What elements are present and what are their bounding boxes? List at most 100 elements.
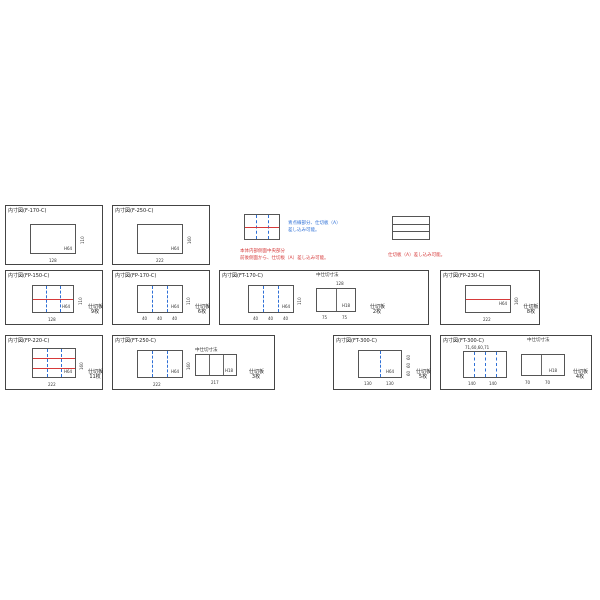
inner-divider-outline bbox=[195, 354, 237, 376]
dim-depth: 160 bbox=[186, 362, 191, 370]
divider-count: 仕切板 2枚 bbox=[370, 304, 386, 315]
blue-divider-line bbox=[474, 352, 475, 377]
label-height: H64 bbox=[386, 369, 395, 374]
panel-ft170c: 内寸図(FT-170-C) 中仕切寸法 H64 110 40 40 40 128… bbox=[219, 270, 429, 325]
top-dims: 71,60,60,71 bbox=[465, 345, 490, 350]
panel-subtitle: 中仕切寸法 bbox=[195, 348, 218, 353]
panel-f250c: 内寸図(F-250-C) H64 160 222 bbox=[112, 205, 210, 265]
legend-note-blue-1: 青点線部分、仕切板（A） bbox=[288, 221, 341, 226]
dim-h3: 60 bbox=[406, 370, 411, 376]
dim-w2: 130 bbox=[386, 381, 394, 386]
tray-outline bbox=[248, 285, 294, 313]
panel-title: 内寸図(F-250-C) bbox=[115, 208, 154, 214]
dim-width: 128 bbox=[49, 258, 57, 263]
dim-depth: 160 bbox=[187, 236, 192, 244]
label-height: H64 bbox=[62, 304, 71, 309]
sub-dim-w1: 75 bbox=[322, 315, 328, 320]
label-height: H64 bbox=[171, 304, 180, 309]
legend-blue bbox=[244, 214, 284, 242]
sub-dim-width: 217 bbox=[211, 380, 219, 385]
divider-count: 仕切板 8枚 bbox=[523, 304, 539, 315]
dim-w1: 130 bbox=[364, 381, 372, 386]
panel-ft300c-sub: 内寸図(FT-300-C) 中仕切寸法 71,60,60,71 140 140 … bbox=[440, 335, 592, 390]
panel-title: 内寸図(F-170-C) bbox=[8, 208, 47, 214]
legend-note-red-2: 前後側面から、仕切板（A）差し込み可能。 bbox=[240, 256, 329, 261]
panel-fp220c: 内寸図(FP-220-C) H64 160 222 仕切板 11枚 bbox=[5, 335, 103, 390]
panel-title: 内寸図(FT-300-C) bbox=[336, 338, 377, 344]
legend-note-blue-2: 差し込み可能。 bbox=[288, 228, 320, 233]
dim-depth: 160 bbox=[514, 297, 519, 305]
sub-dim-w2: 75 bbox=[342, 315, 348, 320]
dim-w1: 140 bbox=[468, 381, 476, 386]
label-height: H64 bbox=[499, 301, 508, 306]
dim-w1: 40 bbox=[253, 316, 259, 321]
sub-dim-w2: 70 bbox=[545, 380, 551, 385]
blue-divider-line bbox=[167, 351, 168, 377]
label-height: H64 bbox=[64, 246, 73, 251]
dim-w1: 40 bbox=[142, 316, 148, 321]
legend-note-red-1: 本体内部側面中央部分 bbox=[240, 249, 285, 254]
inner-divider-seam bbox=[223, 355, 224, 375]
inner-divider-outline bbox=[521, 354, 565, 376]
red-divider-line bbox=[466, 299, 510, 300]
dim-depth: 110 bbox=[297, 297, 302, 305]
dim-depth: 110 bbox=[78, 297, 83, 305]
blue-divider-line bbox=[60, 286, 61, 312]
panel-title: 内寸図(FP-170-C) bbox=[115, 273, 157, 279]
tray-outline bbox=[30, 224, 76, 254]
dim-depth: 110 bbox=[80, 236, 85, 244]
dim-width: 222 bbox=[483, 317, 491, 322]
blue-divider-line bbox=[496, 352, 497, 377]
label-height: H64 bbox=[171, 369, 180, 374]
dim-w2: 40 bbox=[157, 316, 163, 321]
tray-outline bbox=[137, 350, 183, 378]
red-divider-line bbox=[393, 231, 429, 232]
sub-dim-w1: 70 bbox=[525, 380, 531, 385]
blue-divider-line bbox=[167, 286, 168, 312]
panel-title: 内寸図(FP-230-C) bbox=[443, 273, 485, 279]
blue-divider-line bbox=[152, 286, 153, 312]
panel-title: 内寸図(FP-220-C) bbox=[8, 338, 50, 344]
dim-h2: 60 bbox=[406, 362, 411, 368]
blue-divider-line bbox=[485, 352, 486, 377]
sub-label-height: H18 bbox=[342, 303, 351, 308]
dim-w2: 40 bbox=[268, 316, 274, 321]
dim-depth: 160 bbox=[79, 362, 84, 370]
blue-divider-line bbox=[152, 351, 153, 377]
blue-divider-line bbox=[380, 351, 381, 377]
tray-outline bbox=[32, 348, 76, 378]
panel-fp150c: 内寸図(FP-150-C) H64 110 128 仕切板 9枚 bbox=[5, 270, 103, 325]
divider-count: 仕切板 9枚 bbox=[88, 304, 104, 315]
divider-count: 仕切板 3枚 bbox=[249, 369, 265, 380]
panel-ft250c: 内寸図(FT-250-C) 中仕切寸法 H64 160 222 H18 217 … bbox=[112, 335, 275, 390]
inner-divider-seam bbox=[336, 289, 337, 311]
panel-title: 内寸図(FT-250-C) bbox=[115, 338, 156, 344]
label-height: H64 bbox=[282, 304, 291, 309]
dim-h1: 60 bbox=[406, 354, 411, 360]
red-divider-line bbox=[33, 368, 75, 369]
sub-label-height: H18 bbox=[225, 368, 234, 373]
blue-divider-line bbox=[278, 286, 279, 312]
divider-count: 仕切板 4枚 bbox=[573, 369, 589, 380]
legend-tray bbox=[392, 216, 430, 240]
label-height: H64 bbox=[64, 369, 73, 374]
red-divider-line bbox=[245, 227, 279, 228]
label-height: H64 bbox=[171, 246, 180, 251]
red-divider-line bbox=[33, 299, 73, 300]
dim-depth: 110 bbox=[186, 297, 191, 305]
blue-divider-line bbox=[46, 286, 47, 312]
divider-count: 仕切板 11枚 bbox=[88, 369, 104, 380]
inner-divider-seam bbox=[209, 355, 210, 375]
panel-f170c: 内寸図(F-170-C) H64 110 128 bbox=[5, 205, 103, 265]
tray-outline bbox=[137, 224, 183, 254]
divider-count: 仕切板 5枚 bbox=[416, 369, 432, 380]
legend-red bbox=[392, 216, 432, 244]
dim-w2: 140 bbox=[489, 381, 497, 386]
panel-subtitle: 中仕切寸法 bbox=[527, 338, 550, 343]
panel-fp170c: 内寸図(FP-170-C) H64 110 40 40 40 仕切板 6枚 bbox=[112, 270, 210, 325]
tray-outline bbox=[137, 285, 183, 313]
dim-width: 222 bbox=[48, 382, 56, 387]
divider-count: 仕切板 6枚 bbox=[195, 304, 211, 315]
inner-divider-seam bbox=[541, 355, 542, 375]
legend-note-red-3: 仕切板（A）差し込み可能。 bbox=[388, 253, 446, 258]
